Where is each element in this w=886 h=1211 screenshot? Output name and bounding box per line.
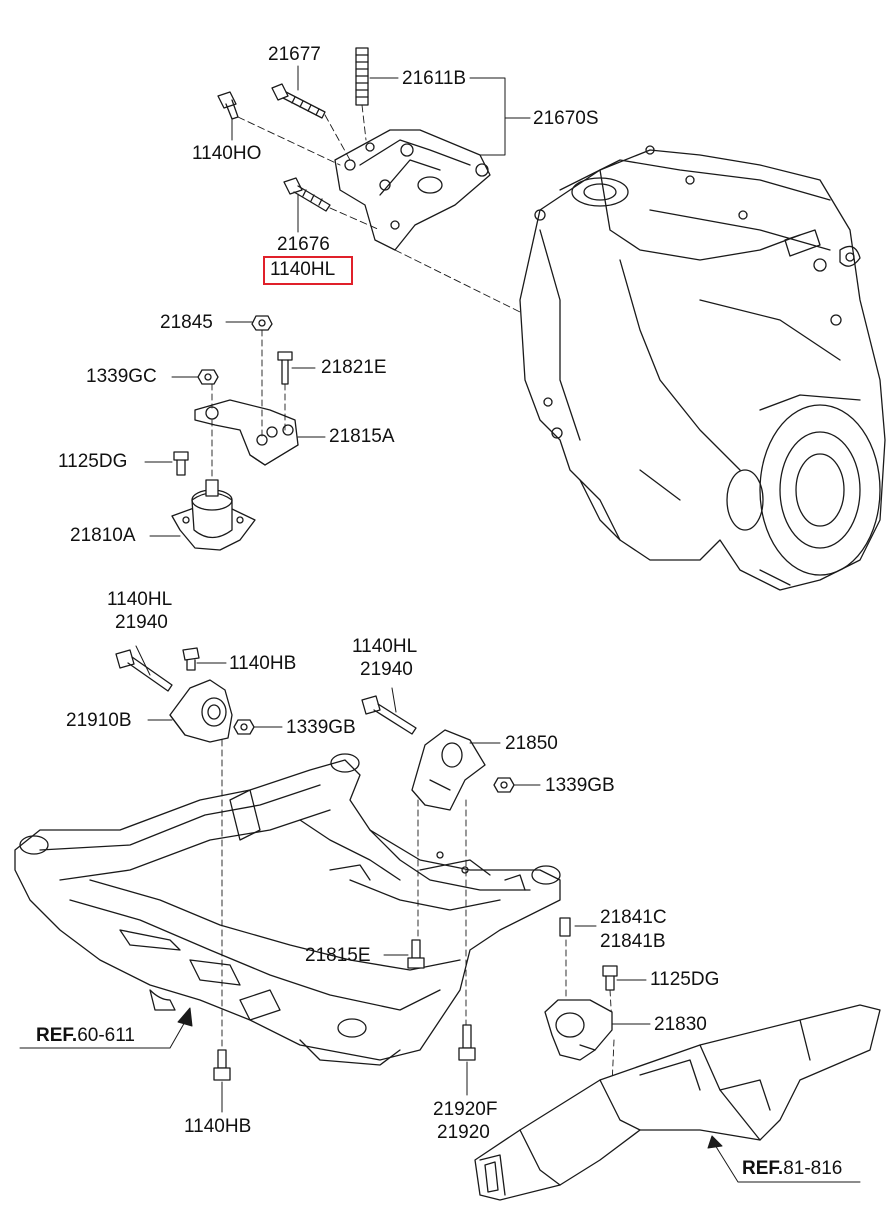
bolt-21676 [283,177,331,212]
subframe [14,753,561,1066]
bolt-21940-a [115,649,173,692]
label-21940-b: 21940 [360,659,413,680]
leader-lines-bottom [135,645,651,1113]
bolt-1140hb-top [182,647,200,671]
nut-1339gb-b [493,777,515,793]
bracket-21815a [194,399,299,466]
bolt-1140hb-bottom [213,1049,231,1081]
nut-1339gc [197,369,219,385]
side-member [474,1004,881,1201]
label-21821e: 21821E [321,357,387,378]
ref-right-prefix: REF. [742,1158,784,1179]
label-1140hb-top: 1140HB [229,653,297,674]
label-21810a: 21810A [70,525,136,546]
label-21850: 21850 [505,733,558,754]
bolt-1125dg-right [602,965,618,991]
label-1140hl-highlighted[interactable]: 1140HL [270,259,336,280]
ref-arrow-left [19,1007,193,1049]
label-1339gb-a: 1339GB [286,717,356,738]
label-21845: 21845 [160,312,213,333]
dashed-connectors-top [237,104,521,313]
nut-1339gb-a [233,719,255,735]
bolt-21677 [271,83,326,119]
mount-21810a [171,479,256,551]
ref-right-number: 81-816 [783,1158,843,1179]
label-21611b: 21611B [402,68,467,89]
bolt-1140ho [217,91,239,120]
label-1140hl-a: 1140HL [107,589,173,610]
label-21920: 21920 [437,1122,490,1143]
label-21830: 21830 [654,1014,707,1035]
highlight-box-1140hl [263,256,353,285]
label-1140hb-bottom: 1140HB [184,1116,252,1137]
bracket-21670s [334,129,491,251]
label-21670s: 21670S [533,108,599,129]
label-1125dg-left: 1125DG [58,451,128,472]
bolt-21821e [277,351,293,385]
label-1140ho: 1140HO [192,143,262,164]
bolt-21920f [458,1024,476,1061]
ref-60-611[interactable]: REF.60-611 [36,1025,135,1047]
mount-21850 [411,729,486,811]
nut-21845 [251,315,273,331]
label-1125dg-right: 1125DG [650,969,720,990]
label-1339gc: 1339GC [86,366,157,387]
label-21920f: 21920F [433,1099,498,1120]
ref-left-prefix: REF. [36,1025,78,1046]
dashed-connectors-bottom [221,739,615,1086]
stud-21611b [355,47,369,106]
label-21841c: 21841C [600,907,667,928]
mount-21830 [544,999,613,1061]
ref-arrow-right [707,1135,861,1183]
label-21815a: 21815A [329,426,395,447]
engine-block [519,145,886,591]
label-21676: 21676 [277,234,330,255]
ref-left-number: 60-611 [77,1025,135,1046]
label-21815e: 21815E [305,945,371,966]
label-1140hl-b: 1140HL [352,636,418,657]
label-21841b: 21841B [600,931,666,952]
label-1339gb-b: 1339GB [545,775,615,796]
bolt-21815e [407,939,425,969]
label-21677: 21677 [268,44,321,65]
bolt-21841c [559,917,571,937]
leader-lines-top [231,65,531,233]
label-21940-a: 21940 [115,612,168,633]
ref-81-816[interactable]: REF.81-816 [742,1158,842,1180]
dashed-connectors-left [211,329,286,481]
mount-21910b [169,679,233,743]
bolt-1125dg-left [173,451,189,476]
leader-lines-left [144,321,326,537]
bolt-21940-b [361,695,417,735]
label-21910b: 21910B [66,710,132,731]
